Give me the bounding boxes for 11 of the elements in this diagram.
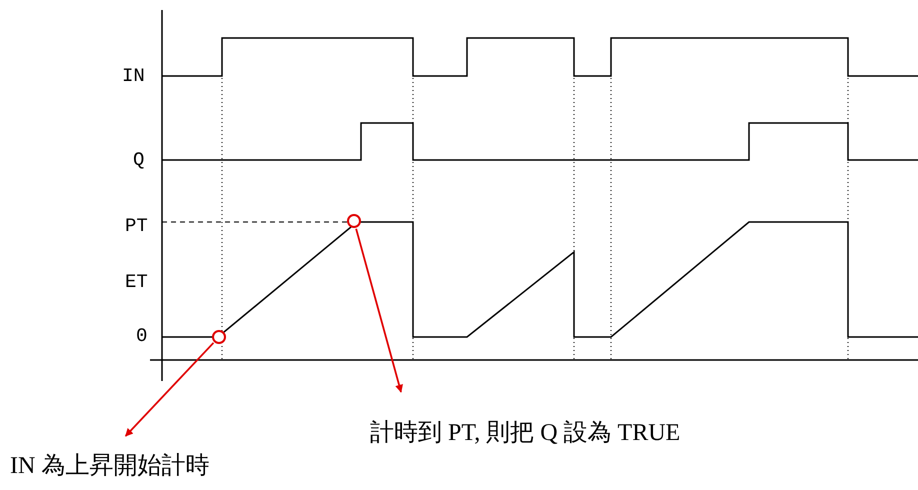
axis-label: IN (122, 66, 145, 86)
axis-label: Q (133, 150, 144, 170)
annotation-text: IN 為上昇開始計時 (10, 452, 210, 480)
marker-dot (212, 330, 226, 344)
leader-line (124, 342, 214, 437)
leader-line (355, 228, 403, 393)
axis-label: 0 (136, 326, 148, 346)
axis-label: ET (125, 272, 148, 292)
axis-label: PT (125, 216, 148, 236)
annotation-text: 計時到 PT, 則把 Q 設為 TRUE (370, 419, 680, 447)
marker-dot (347, 214, 361, 228)
